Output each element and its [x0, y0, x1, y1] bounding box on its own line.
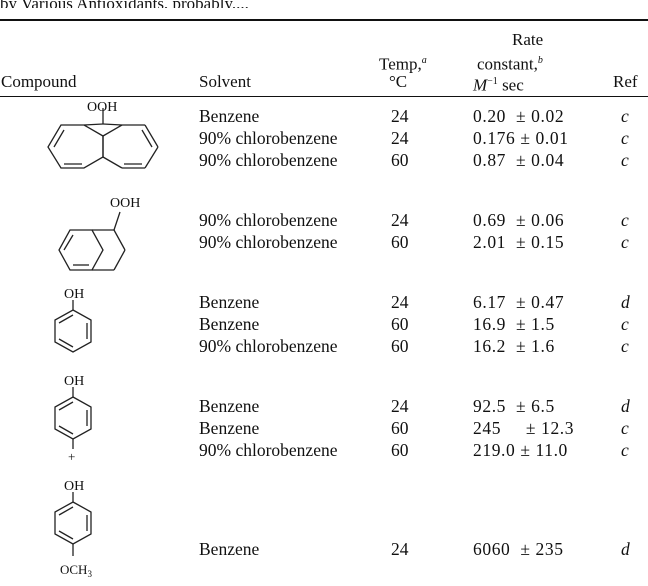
s4-group-label: OH — [64, 374, 84, 389]
top-rule — [0, 19, 648, 21]
s4-sub-label: + — [68, 449, 75, 464]
row-8-temp: 60 — [391, 336, 409, 356]
row-3-solvent: 90% chlorobenzene — [199, 150, 338, 170]
row-2-rate: 0.176 ± 0.01 — [473, 128, 569, 148]
row-10-temp: 60 — [391, 418, 409, 438]
row-5-temp: 60 — [391, 232, 409, 252]
header-ref: Ref — [613, 72, 638, 91]
row-6-rate: 6.17 ± 0.47 — [473, 292, 565, 312]
row-5-solvent: 90% chlorobenzene — [199, 232, 338, 252]
header-temp-line2: °C — [389, 72, 408, 91]
row-3-temp: 60 — [391, 150, 409, 170]
row-9-ref: d — [621, 396, 630, 416]
header-solvent: Solvent — [199, 72, 251, 91]
row-4-solvent: 90% chlorobenzene — [199, 210, 338, 230]
row-3-rate: 0.87 ± 0.04 — [473, 150, 565, 170]
header-rule — [0, 96, 648, 97]
table-caption: by Various Antioxidants, probably.... — [0, 0, 648, 8]
structure-2: OOH — [42, 192, 152, 284]
header-compound: Compound — [1, 72, 77, 91]
row-7-rate: 16.9 ± 1.5 — [473, 314, 555, 334]
row-8-rate: 16.2 ± 1.6 — [473, 336, 555, 356]
row-4-rate: 0.69 ± 0.06 — [473, 210, 565, 230]
row-9-rate: 92.5 ± 6.5 — [473, 396, 555, 416]
s5-group-label: OH — [64, 479, 84, 494]
row-9-temp: 24 — [391, 396, 409, 416]
header-rate-line3: M−1 sec — [473, 75, 524, 95]
row-10-rate: 245 ± 12.3 — [473, 418, 575, 438]
header-rate-line1: Rate — [512, 30, 544, 49]
s5-sub-label: OCH3 — [60, 562, 92, 579]
structure-4: OH + — [44, 373, 114, 473]
row-11-rate: 219.0 ± 11.0 — [473, 440, 568, 460]
row-7-temp: 60 — [391, 314, 409, 334]
row-12-solvent: Benzene — [199, 539, 260, 559]
row-7-solvent: Benzene — [199, 314, 260, 334]
row-2-ref: c — [621, 128, 629, 148]
row-6-solvent: Benzene — [199, 292, 260, 312]
row-3-ref: c — [621, 150, 629, 170]
row-2-temp: 24 — [391, 128, 409, 148]
row-9-solvent: Benzene — [199, 396, 260, 416]
row-5-ref: c — [621, 232, 629, 252]
header-temp-line1: Temp,a — [379, 54, 427, 74]
row-10-solvent: Benzene — [199, 418, 260, 438]
row-1-ref: c — [621, 106, 629, 126]
row-12-rate: 6060 ± 235 — [473, 539, 564, 559]
row-2-solvent: 90% chlorobenzene — [199, 128, 338, 148]
row-11-ref: c — [621, 440, 629, 460]
row-8-solvent: 90% chlorobenzene — [199, 336, 338, 356]
row-4-ref: c — [621, 210, 629, 230]
row-6-ref: d — [621, 292, 630, 312]
s3-group-label: OH — [64, 287, 84, 302]
row-7-ref: c — [621, 314, 629, 334]
row-1-solvent: Benzene — [199, 106, 260, 126]
row-8-ref: c — [621, 336, 629, 356]
structure-1: OOH — [42, 100, 164, 186]
header-rate-line2: constant,b — [477, 54, 543, 74]
row-5-rate: 2.01 ± 0.15 — [473, 232, 565, 252]
s2-group-label: OOH — [110, 196, 140, 211]
row-1-rate: 0.20 ± 0.02 — [473, 106, 565, 126]
row-4-temp: 24 — [391, 210, 409, 230]
row-11-temp: 60 — [391, 440, 409, 460]
row-10-ref: c — [621, 418, 629, 438]
structure-5: OH OCH3 — [44, 478, 124, 586]
row-6-temp: 24 — [391, 292, 409, 312]
structure-3: OH — [44, 286, 114, 368]
row-12-ref: d — [621, 539, 630, 559]
row-11-solvent: 90% chlorobenzene — [199, 440, 338, 460]
s1-group-label: OOH — [87, 100, 117, 115]
row-1-temp: 24 — [391, 106, 409, 126]
row-12-temp: 24 — [391, 539, 409, 559]
